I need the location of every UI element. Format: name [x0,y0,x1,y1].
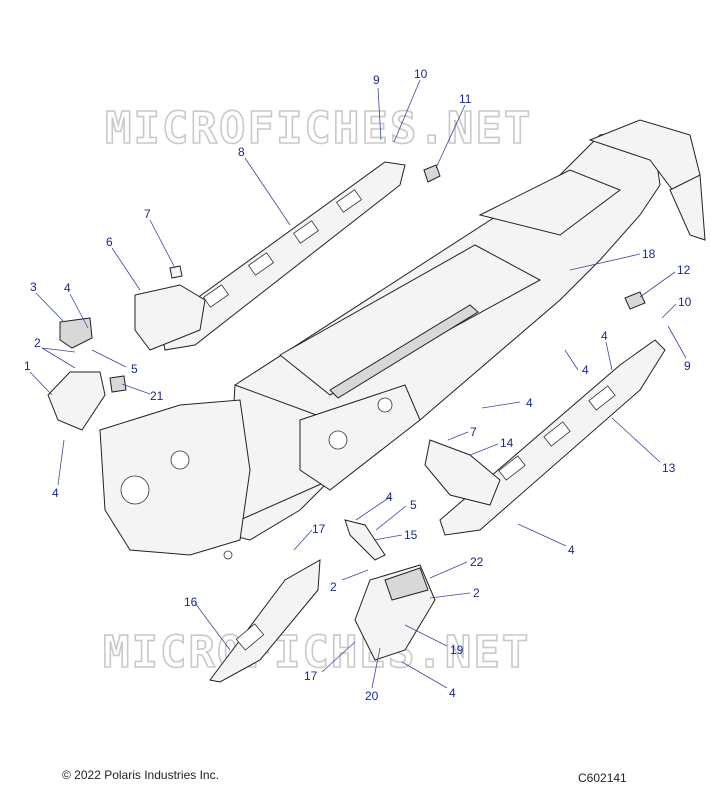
callout-4: 4 [582,363,589,377]
watermark-bottom: MICROFICHES.NET [103,627,530,678]
part-1-guard [47,371,106,431]
chassis [99,119,706,560]
part-21 [109,375,127,393]
callout-10: 10 [414,67,428,81]
callout-4: 4 [386,490,393,504]
callout-7: 7 [144,207,151,221]
part-6-footrest [134,284,206,351]
callout-4: 4 [449,686,456,700]
callout-1: 1 [24,359,31,373]
callout-11: 11 [459,92,472,106]
callout-14: 14 [500,436,514,450]
callout-16: 16 [184,595,198,609]
callout-10: 10 [678,295,692,309]
callout-9: 9 [684,359,691,373]
callout-18: 18 [642,247,656,261]
part-3-plate [59,317,93,349]
part-7-bracket [169,265,183,279]
part-14-footrest [424,439,501,506]
callout-13: 13 [662,461,676,475]
callout-4: 4 [64,281,71,295]
leader-lines [29,79,687,689]
callout-5: 5 [131,362,138,376]
callout-21: 21 [150,389,164,403]
callout-2: 2 [473,586,480,600]
callout-19: 19 [450,643,464,657]
callout-6: 6 [106,235,113,249]
callout-20: 20 [365,689,379,703]
watermark-top: MICROFICHES.NET [105,103,532,154]
callout-8: 8 [238,145,245,159]
callout-17: 17 [304,669,318,683]
part-12 [624,291,646,310]
callout-7: 7 [470,425,477,439]
callout-3: 3 [30,280,37,294]
callout-15: 15 [404,528,418,542]
callout-4: 4 [601,329,608,343]
part-19-guard [354,564,436,661]
callout-22: 22 [470,555,484,569]
part-16-panel [209,559,321,683]
part-11 [423,164,441,183]
callout-12: 12 [677,263,691,277]
callout-4: 4 [568,543,575,557]
callout-17: 17 [312,522,326,536]
callout-labels: 9 10 11 8 7 6 3 4 2 5 1 21 4 18 12 10 9 … [24,67,692,703]
callout-4: 4 [52,486,59,500]
callout-9: 9 [373,73,380,87]
figure-id: C602141 [578,771,627,785]
callout-2: 2 [34,336,41,350]
callout-5: 5 [410,498,417,512]
part-8-rail [159,161,406,351]
part-15-bracket [344,519,386,561]
callout-2: 2 [330,580,337,594]
callout-4: 4 [526,396,533,410]
copyright-notice: © 2022 Polaris Industries Inc. [62,768,219,782]
